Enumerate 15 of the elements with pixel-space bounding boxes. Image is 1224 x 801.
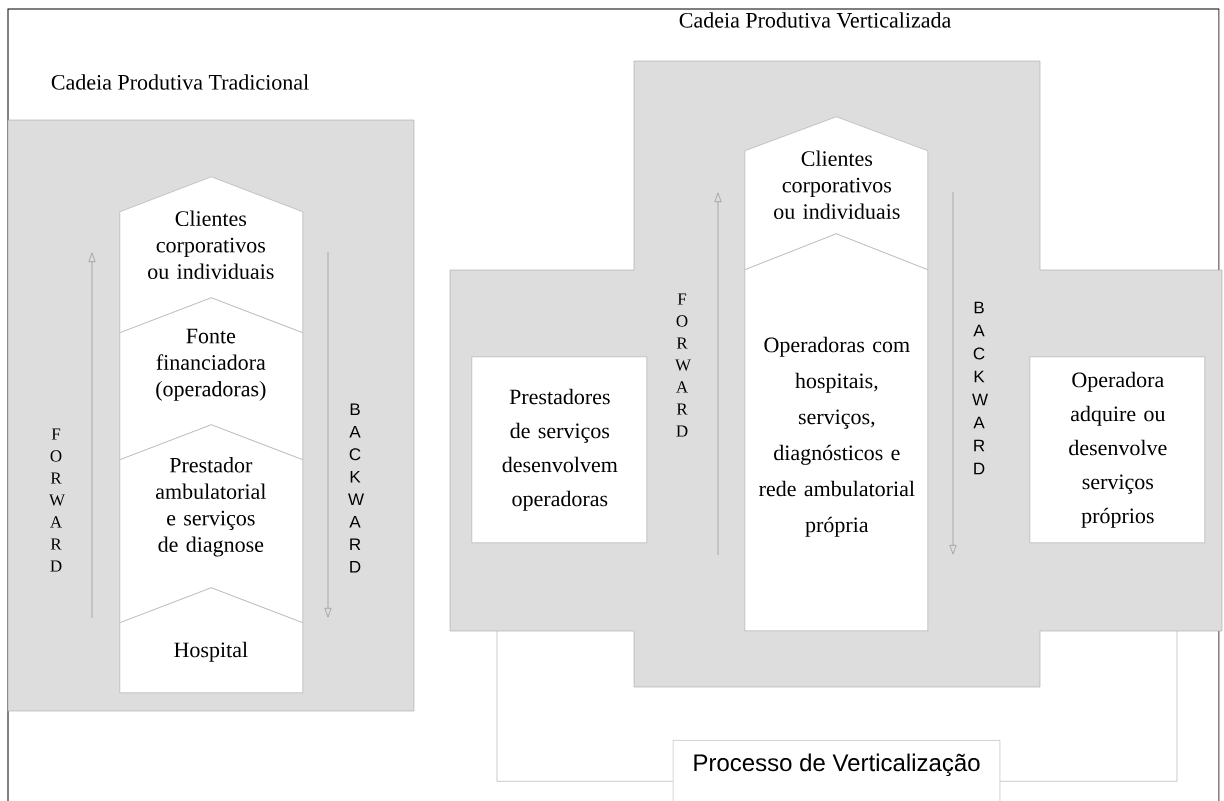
- box: Prestadores de serviços desenvolvem operadoras: [471, 356, 648, 544]
- chevron-box: Prestador ambulatorial e serviços de diagnose: [119, 424, 304, 624]
- vertical-label: BACKWARD: [348, 403, 364, 573]
- chevron-box: Clientes corporativos ou individuais: [744, 116, 929, 271]
- vertical-label: BACKWARD: [972, 301, 988, 475]
- panel-heading: Cadeia Produtiva Verticalizada: [679, 12, 951, 28]
- vertical-label: FORWARD: [675, 293, 691, 437]
- connector-line: [1000, 630, 1178, 782]
- connector-line: [496, 630, 673, 782]
- box: Operadora adquire ou desenvolve serviços próprios: [1029, 356, 1206, 544]
- chevron-box: Operadoras com hospitais, serviços, diagnósticos e rede ambulatorial própria: [744, 233, 929, 632]
- panel-heading: Cadeia Produtiva Tradicional: [51, 74, 309, 90]
- vertical-label: FORWARD: [49, 428, 65, 572]
- process-box: Processo de Verticalização: [672, 740, 1001, 801]
- chevron-box: Hospital: [119, 587, 304, 694]
